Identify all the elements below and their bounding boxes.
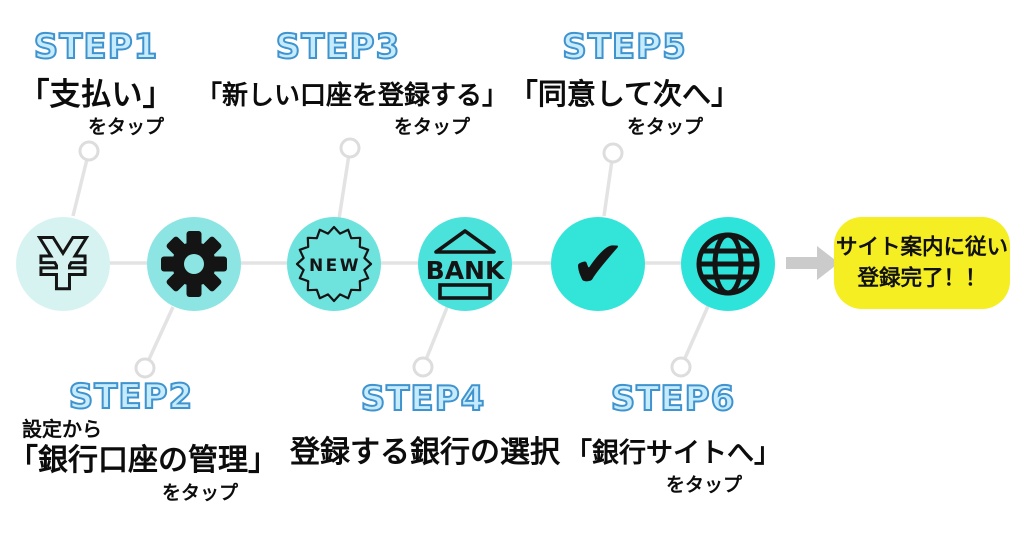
yen-icon: ¥ [16,217,110,311]
step5-label: STEP5 [561,26,687,68]
step3-node-ring [339,137,361,159]
step4-connector [421,304,450,368]
bank-icon: BANK [418,217,512,311]
step3-circle [287,217,381,311]
step5-main: 「同意して次へ」 [508,79,741,111]
result-line2: 登録完了！！ [857,266,987,290]
step3-text-block: STEP3 「新しい口座を登録する」 をタップ [196,26,509,140]
step4-text-block: STEP4 登録する銀行の選択 [290,378,560,472]
step5-connector [602,152,615,217]
step6-text-block: STEP6 「銀行サイトへ」 をタップ [558,378,788,498]
step5-node-ring [602,142,624,164]
step4-node-ring [412,356,434,378]
step6-label: STEP6 [610,378,736,420]
result-badge: サイト案内に従い 登録完了！！ [834,217,1010,309]
step6-main: 「銀行サイトへ」 [565,438,781,468]
step1-text-block: STEP1 「支払い」 をタップ [6,26,186,140]
step2-node-ring [134,357,156,379]
gear-icon [147,217,241,311]
check-icon: ✔ [551,217,645,311]
new-badge-icon: NEW [287,217,381,311]
step3-label: STEP3 [275,26,401,68]
yen-glyph: ¥ [39,224,88,306]
step1-sub: をタップ [87,117,164,138]
step3-sub: をタップ [393,117,470,138]
step1-main: 「支払い」 [18,77,174,112]
step2-sub: をタップ [161,483,238,504]
new-badge-label: NEW [309,256,361,276]
step1-node-ring [78,140,100,162]
bank-glyph: BANK [426,229,506,300]
step5-text-block: STEP5 「同意して次へ」 をタップ [502,26,747,140]
step4-label: STEP4 [360,378,486,420]
globe-icon [681,217,775,311]
check-glyph: ✔ [570,226,625,303]
step1-connector [71,150,91,217]
step4-main: 登録する銀行の選択 [290,436,560,469]
new-badge-glyph: NEW [295,225,373,303]
step1-label: STEP1 [33,26,159,68]
globe-glyph [696,232,760,296]
step6-sub: をタップ [665,475,742,496]
step2-connector [143,306,175,369]
step3-main: 「新しい口座を登録する」 [196,80,509,110]
gear-glyph [161,231,227,297]
result-line1: サイト案内に従い [835,234,1008,259]
step2-main: 「銀行口座の管理」 [8,444,278,477]
step2-pre: 設定から [22,419,102,441]
step1-circle [16,217,110,311]
bank-label: BANK [426,256,506,285]
step5-circle [551,217,645,311]
step2-label: STEP2 [68,376,194,418]
arrow-icon [786,246,839,280]
step5-sub: をタップ [626,117,703,138]
step2-text-block: STEP2 設定から 「銀行口座の管理」 をタップ [8,376,278,506]
step6-node-ring [670,356,692,378]
step3-connector [337,147,352,220]
step6-connector [679,303,711,368]
